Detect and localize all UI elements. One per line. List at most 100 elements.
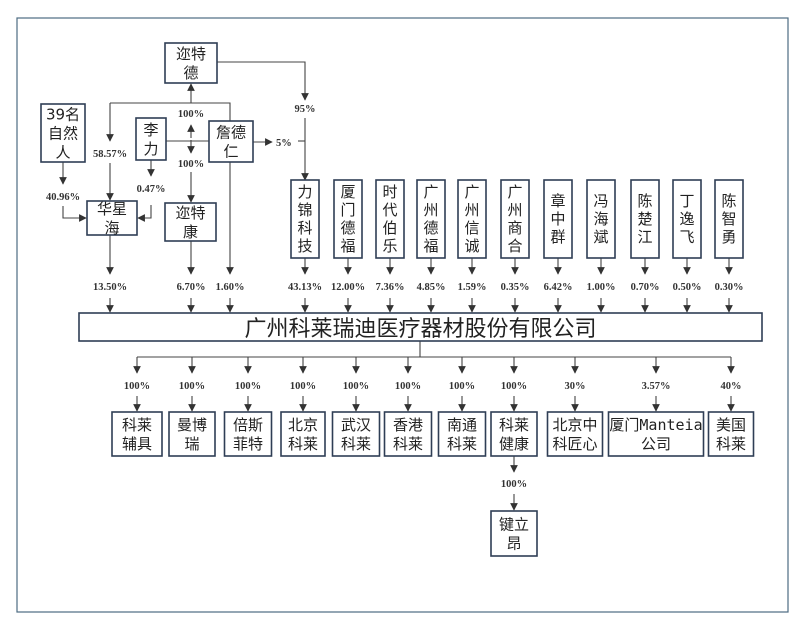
shareholder-8-label-line: 州	[507, 201, 522, 219]
subsidiary-1-pct: 100%	[179, 381, 205, 392]
shareholder-11-pct: 0.70%	[631, 282, 660, 293]
holder-hua-xing-hai-label-line: 海	[104, 219, 119, 237]
shareholder-7-label-line: 诚	[464, 237, 479, 255]
grand-subsidiary-pct: 100%	[501, 479, 527, 490]
shareholder-10-label-line: 斌	[593, 228, 608, 246]
subsidiary-7-label-line: 科莱	[499, 416, 529, 434]
shareholder-13: 陈智勇	[714, 179, 744, 259]
subsidiary-6-border	[437, 411, 487, 457]
subsidiary-4-label-line: 科莱	[341, 435, 371, 453]
outer-frame	[16, 17, 789, 613]
pct-lili-to-huaxinghai: 0.47%	[137, 184, 166, 195]
subsidiary-3-label-line: 科莱	[288, 435, 318, 453]
edge-lili-b	[137, 205, 152, 222]
subsidiary-1-label-line: 曼博	[177, 416, 207, 434]
shareholder-8-border	[500, 179, 530, 259]
holder-tu-te-de-label-line: 迩特	[176, 45, 206, 63]
subsidiary-5-label-line: 香港	[393, 416, 423, 434]
shareholder-10-label-line: 冯	[593, 192, 608, 210]
shareholder-0-pct: 13.50%	[93, 282, 127, 293]
shareholder-6-label-line: 州	[423, 201, 438, 219]
subsidiary-9-border	[607, 411, 705, 457]
shareholder-5-label-line: 代	[382, 201, 397, 219]
pct-zhanderen-to-tutede: 100%	[178, 109, 204, 120]
shareholder-9-label-line: 中	[550, 210, 565, 228]
holder-zhan-de-ren-label-line: 詹德	[216, 123, 246, 141]
shareholder-3-label-line: 科	[297, 219, 312, 237]
subsidiary-4-border	[331, 411, 381, 457]
edge-zhanderen-bar	[110, 102, 231, 121]
shareholder-11: 陈楚江	[630, 179, 660, 259]
subsidiary-7-label-line: 健康	[499, 435, 529, 453]
shareholder-11-label-line: 江	[637, 228, 652, 246]
connector-lines	[59, 61, 735, 511]
subsidiary-2-label-line: 倍斯	[233, 416, 263, 434]
shareholder-12-pct: 0.50%	[673, 282, 702, 293]
subsidiary-8-label-line: 科匠心	[552, 435, 597, 453]
shareholder-11-border	[630, 179, 660, 259]
shareholder-12-border	[672, 179, 702, 259]
shareholder-4-label-line: 福	[340, 237, 355, 255]
subsidiary-5-border	[383, 411, 433, 457]
shareholder-3-pct: 43.13%	[288, 282, 322, 293]
percentage-labels: 95%58.57%100%100%5%40.96%0.47%13.50%6.70…	[46, 104, 744, 490]
shareholder-10-label-line: 海	[593, 210, 608, 228]
shareholder-12-label-line: 丁	[679, 192, 694, 210]
edge-tutede-lijin-a	[217, 61, 309, 101]
grand-subsidiary: 键立昂	[490, 510, 538, 557]
holder-zhan-de-ren: 詹德仁	[208, 120, 254, 163]
holder-li-li: 李力	[135, 117, 167, 161]
holder-li-li-border	[135, 117, 167, 161]
subsidiary-6-label-line: 科莱	[447, 435, 477, 453]
shareholder-7-label-line: 信	[464, 219, 479, 237]
shareholder-12: 丁逸飞	[672, 179, 702, 259]
holder-39-natural-persons-label-line: 自然	[48, 124, 78, 142]
shareholder-3-label-line: 锦	[297, 201, 312, 219]
grand-subsidiary-border	[490, 510, 538, 557]
pct-zhanderen-to-lijin: 5%	[276, 138, 292, 149]
shareholder-8-label-line: 广	[507, 183, 522, 201]
holder-zhan-de-ren-border	[208, 120, 254, 163]
grand-subsidiary-label-line: 键立	[499, 515, 529, 533]
subsidiary-3-label-line: 北京	[288, 416, 318, 434]
shareholder-4-pct: 12.00%	[331, 282, 365, 293]
pct-tutede-to-lijin: 95%	[295, 104, 316, 115]
shareholder-9-pct: 6.42%	[544, 282, 573, 293]
shareholder-11-label-line: 陈	[637, 192, 652, 210]
shareholder-10-pct: 1.00%	[587, 282, 616, 293]
shareholder-13-label-line: 勇	[721, 228, 736, 246]
subsidiary-0-border	[111, 411, 163, 457]
subsidiary-5-pct: 100%	[395, 381, 421, 392]
subsidiary-0-label-line: 科莱	[122, 416, 152, 434]
holder-tu-te-de: 迩特德	[164, 42, 218, 84]
shareholder-9-label-line: 章	[550, 192, 565, 210]
shareholder-4-label-line: 门	[340, 201, 355, 219]
subsidiary-3-pct: 100%	[290, 381, 316, 392]
shareholder-10: 冯海斌	[586, 179, 616, 259]
shareholder-8-pct: 0.35%	[501, 282, 530, 293]
shareholder-7-border	[457, 179, 487, 259]
holder-tu-te-kang-border	[164, 202, 217, 242]
shareholder-8-label-line: 商	[507, 219, 522, 237]
shareholder-6-label-line: 广	[423, 183, 438, 201]
holder-li-li-label-line: 力	[143, 140, 158, 158]
main-company-border	[78, 312, 763, 342]
holder-tu-te-de-label-line: 德	[183, 64, 198, 82]
shareholder-13-label-line: 智	[721, 210, 736, 228]
subsidiary-0-label-line: 辅具	[122, 435, 152, 453]
shareholder-5-label-line: 乐	[382, 237, 397, 255]
holder-hua-xing-hai-label-line: 华星	[97, 200, 127, 218]
shareholder-9-border	[543, 179, 573, 259]
entity-boxes: 迩特德39名自然人李力詹德仁华星海迩特康广州科莱瑞迪医疗器材股份有限公司力锦科技…	[40, 42, 763, 557]
holder-39-natural-persons-border	[40, 103, 86, 163]
